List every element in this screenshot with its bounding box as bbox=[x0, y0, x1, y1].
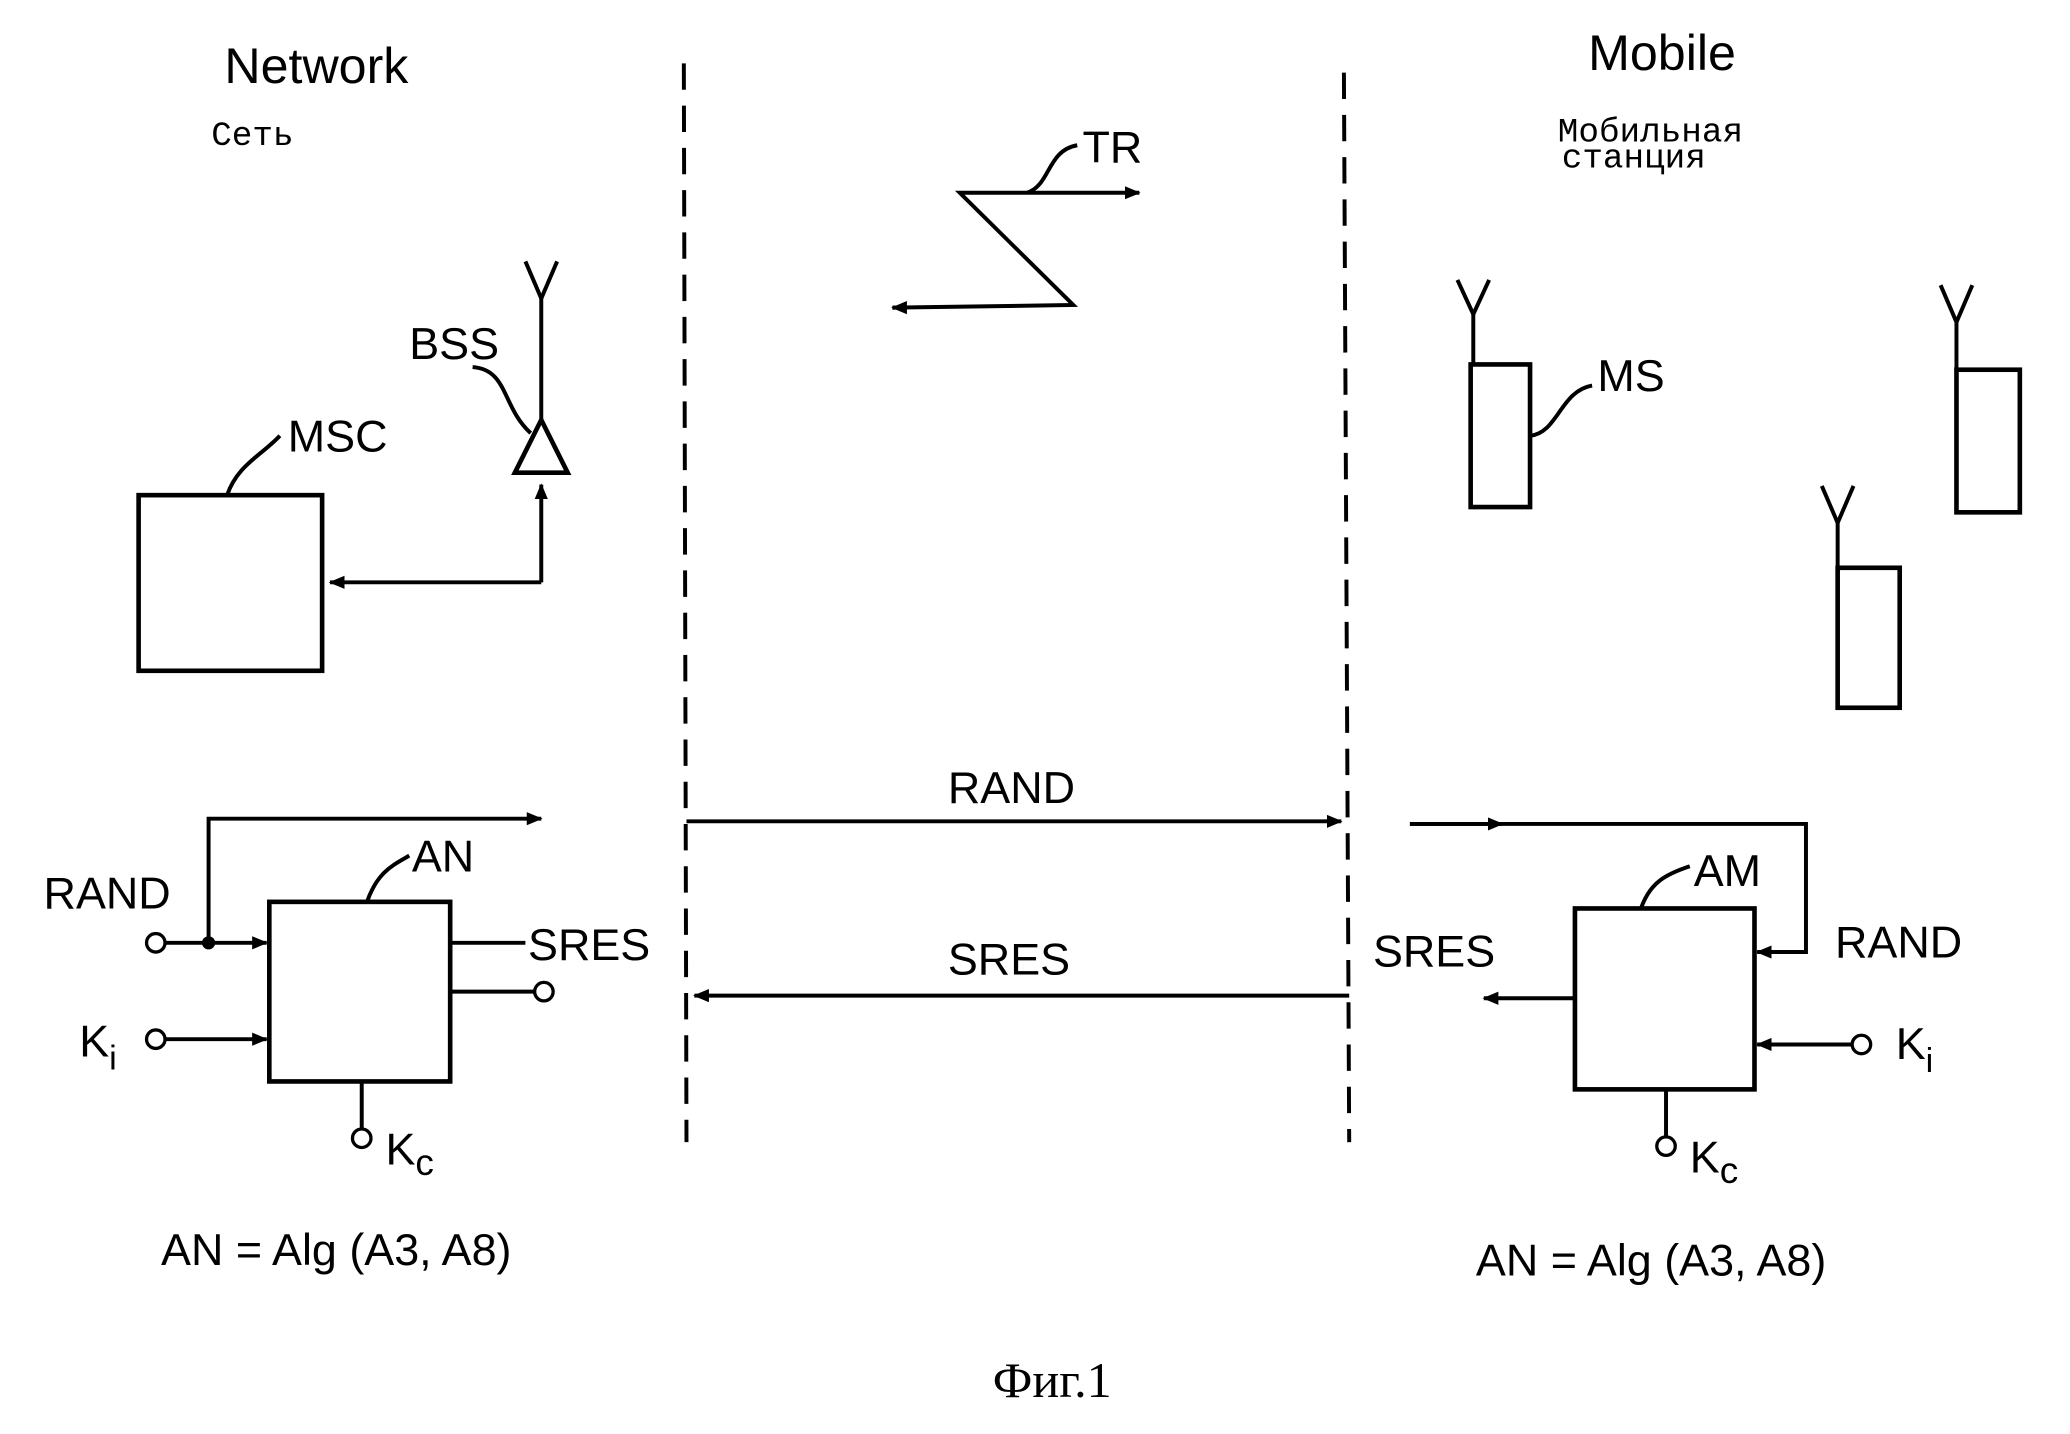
an-block: AN bbox=[269, 830, 474, 1081]
sres-air-label: SRES bbox=[948, 933, 1070, 984]
tr-label: TR bbox=[1083, 121, 1143, 172]
rand-air-label: RAND bbox=[948, 762, 1075, 813]
msc-label: MSC bbox=[288, 411, 388, 462]
rand-input-label-left: RAND bbox=[44, 867, 171, 918]
radio-link-symbol: TR bbox=[892, 121, 1142, 307]
ki-terminal-right bbox=[1852, 1035, 1870, 1053]
mobile-station-1: MS bbox=[1457, 280, 1664, 507]
mobile-subtitle-line2: станция bbox=[1562, 140, 1706, 179]
kc-terminal-left bbox=[352, 1129, 370, 1147]
am-label: AM bbox=[1694, 845, 1761, 896]
kc-label-left: Kc bbox=[385, 1124, 433, 1184]
rand-input-label-right: RAND bbox=[1835, 916, 1962, 967]
bss-antenna-icon: BSS bbox=[409, 261, 567, 472]
network-subtitle: Сеть bbox=[211, 117, 293, 156]
sres-label-right: SRES bbox=[1373, 926, 1495, 977]
ms-label: MS bbox=[1597, 350, 1664, 401]
an-label: AN bbox=[412, 830, 474, 881]
ki-label-right: Ki bbox=[1896, 1018, 1934, 1080]
figure-caption: Фиг.1 bbox=[993, 1352, 1112, 1408]
mobile-title: Mobile bbox=[1588, 25, 1736, 81]
mobile-station-2 bbox=[1941, 285, 2020, 512]
right-boundary-line bbox=[1344, 73, 1349, 1143]
ki-terminal-left bbox=[147, 1030, 165, 1048]
kc-terminal-right bbox=[1657, 1137, 1675, 1155]
network-title: Network bbox=[224, 38, 409, 94]
msc-block: MSC bbox=[139, 411, 388, 671]
ki-label-left: Ki bbox=[79, 1015, 117, 1077]
sres-terminal-left bbox=[535, 982, 553, 1000]
sres-label-left: SRES bbox=[528, 919, 650, 970]
left-boundary-line bbox=[684, 63, 687, 1142]
mobile-station-3 bbox=[1822, 486, 1900, 708]
am-block: AM bbox=[1575, 845, 1761, 1089]
kc-label-right: Kc bbox=[1690, 1132, 1738, 1192]
rand-terminal-left bbox=[147, 934, 165, 952]
formula-right: AN = Alg (A3, A8) bbox=[1476, 1235, 1826, 1286]
bss-label: BSS bbox=[409, 318, 499, 369]
formula-left: AN = Alg (A3, A8) bbox=[161, 1224, 511, 1275]
